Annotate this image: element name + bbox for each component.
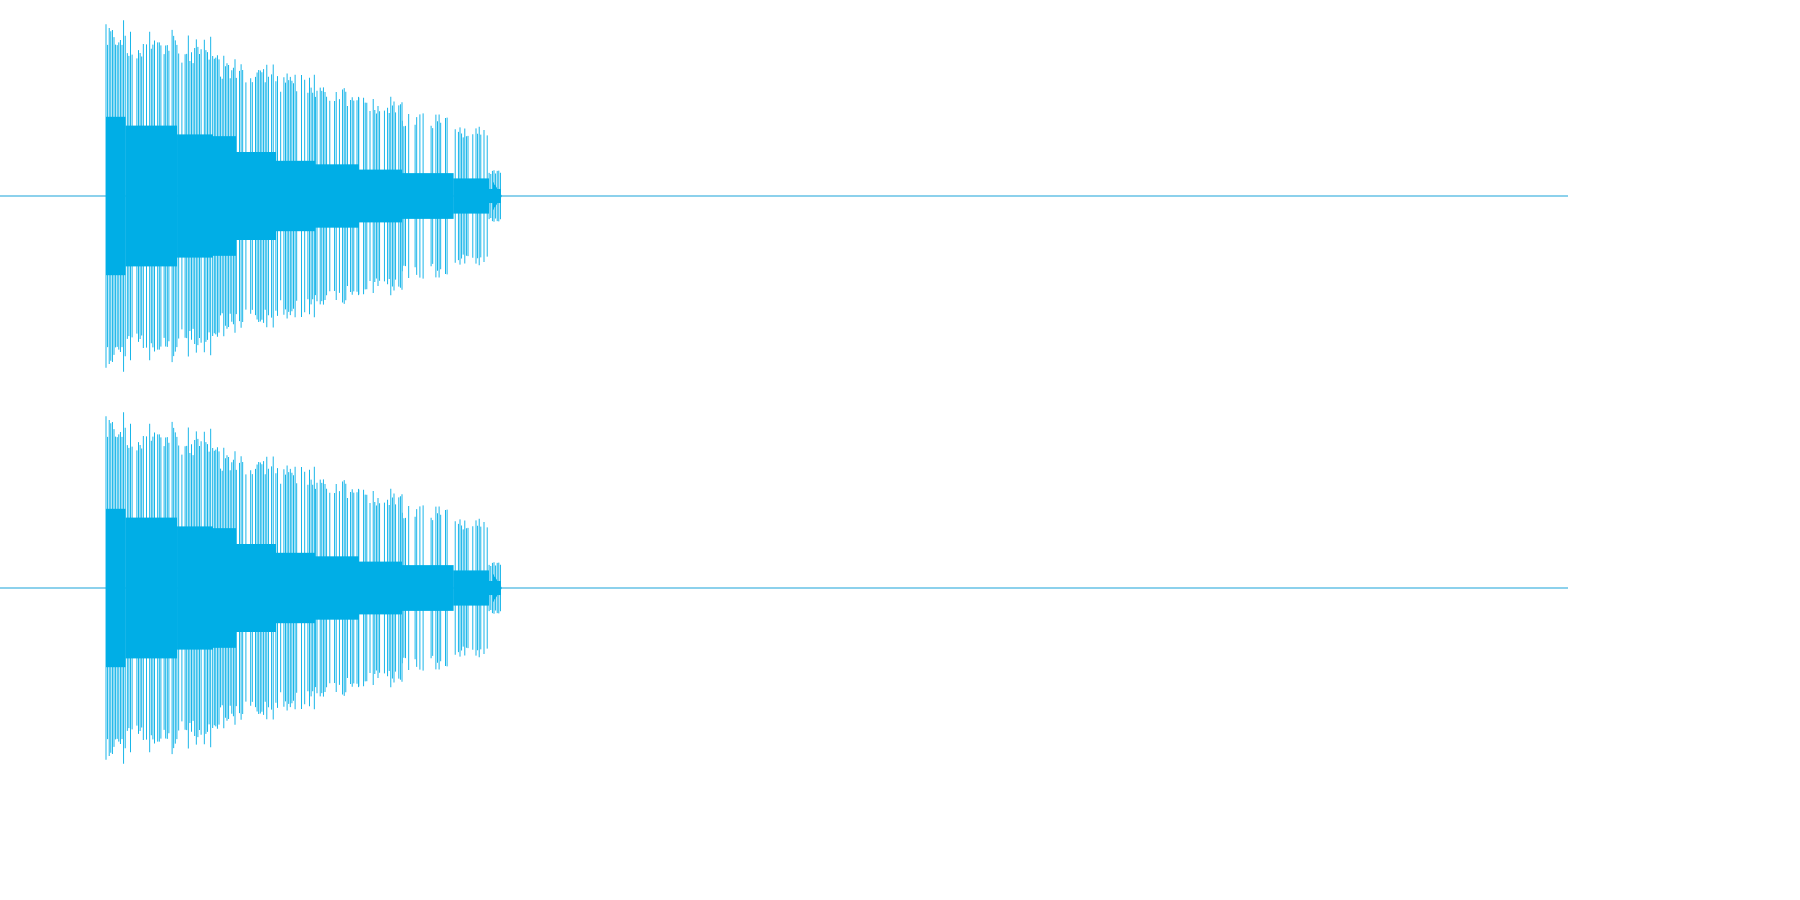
waveform-tail: [493, 574, 502, 602]
waveform-tail: [493, 182, 502, 210]
waveform-body-segment: [275, 552, 316, 624]
waveform-peak-segment: [126, 421, 178, 755]
waveform-peak-segment: [212, 447, 236, 729]
waveform-body-segment: [402, 565, 454, 611]
waveform-body-segment: [358, 169, 403, 223]
waveform-body-segment: [358, 561, 403, 615]
waveform-peak-segment: [105, 20, 126, 372]
waveform-body-segment: [453, 178, 490, 214]
waveform-body-segment: [315, 164, 359, 228]
waveform-peak-segment: [126, 29, 178, 363]
waveform-peak-segment: [235, 456, 274, 720]
waveform-peak-segment: [454, 518, 488, 658]
waveform-peak-segment: [235, 64, 274, 328]
waveform-body-segment: [275, 160, 316, 232]
waveform-peak-segment: [178, 35, 212, 357]
waveform-peak-segment: [358, 488, 403, 688]
waveform-peak-segment: [275, 465, 315, 711]
waveform-peak-segment: [178, 427, 212, 749]
waveform-peak-segment: [314, 479, 360, 697]
audio-waveform-view[interactable]: [0, 0, 1568, 784]
waveform-peak-segment: [314, 87, 360, 305]
waveform-channel-2[interactable]: [0, 412, 1568, 764]
waveform-peak-segment: [401, 113, 448, 279]
waveform-peak-segment: [275, 73, 315, 319]
waveform-body-segment: [402, 173, 454, 219]
waveform-peak-segment: [454, 126, 488, 266]
waveform-peak-segment: [401, 505, 448, 671]
waveform-peak-segment: [212, 55, 236, 337]
waveform-canvas[interactable]: [0, 0, 1568, 784]
waveform-body-segment: [453, 570, 490, 606]
waveform-body-segment: [315, 556, 359, 620]
waveform-peak-segment: [358, 96, 403, 296]
waveform-peak-segment: [105, 412, 126, 764]
waveform-channel-1[interactable]: [0, 20, 1568, 372]
